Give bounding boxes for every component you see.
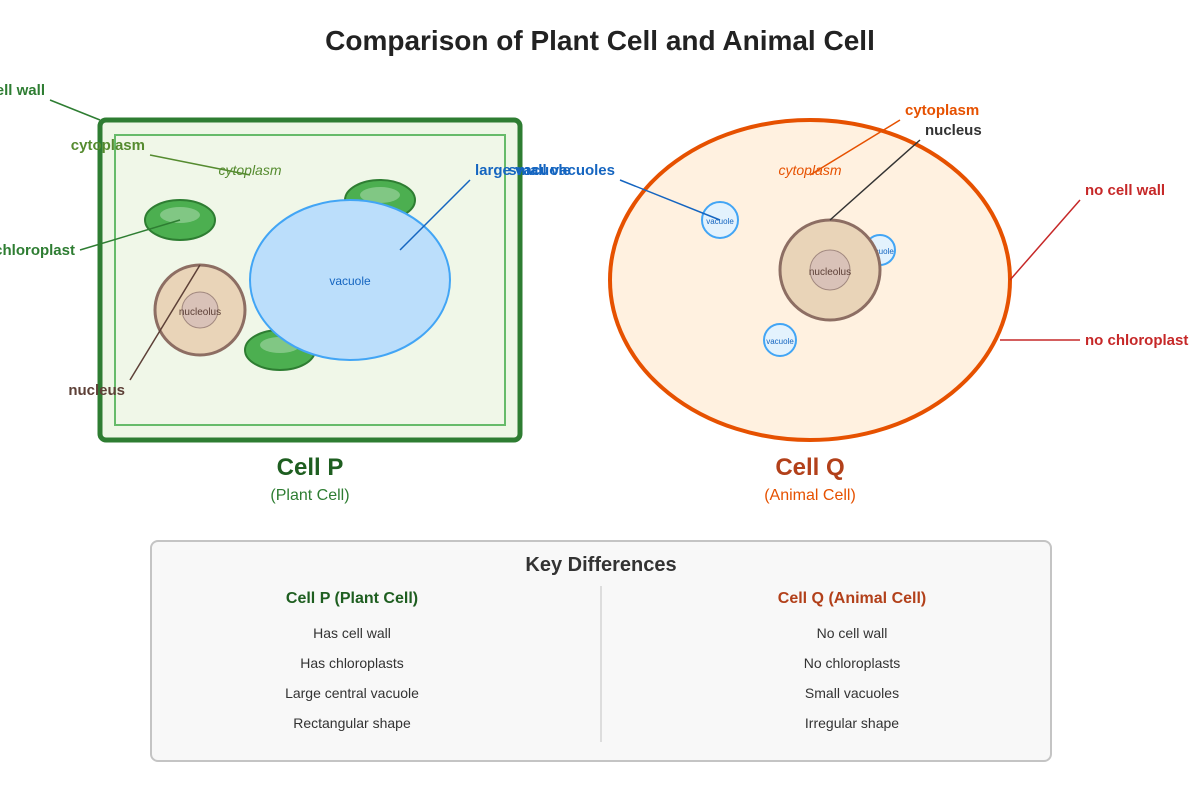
cell-comparison-diagram: Comparison of Plant Cell and Animal Cell…: [0, 25, 1188, 504]
animal-differences-heading: Cell Q (Animal Cell): [777, 590, 927, 607]
animal-cytoplasm-inner-label: cytoplasm: [778, 162, 841, 178]
vacuole-leader-line: [399, 179, 471, 251]
large-vacuole-label: large vacuole: [475, 162, 571, 179]
animal-cytoplasm-leader-line: [809, 119, 901, 176]
plant-cell-subtitle: (Plant Cell): [270, 487, 349, 504]
difference-item: No chloroplasts: [803, 655, 901, 671]
small-vacuole: [763, 323, 797, 357]
plant-cytoplasm-label: cytoplasm: [71, 137, 145, 154]
cytoplasm-leader-line: [149, 154, 251, 176]
no-cell-wall-label: no cell wall: [1085, 182, 1165, 199]
difference-item: Small vacuoles: [804, 685, 900, 701]
cell-wall-leader-line: [49, 99, 101, 121]
animal-nucleolus-label: nucleolus: [809, 267, 851, 278]
nucleus-leader-line: [129, 264, 201, 381]
plant-cytoplasm-inner-label: cytoplasm: [218, 162, 281, 178]
difference-item: Irregular shape: [804, 715, 900, 731]
chloroplast-label: chloroplast: [0, 242, 75, 259]
plant-vacuole-inner-label: vacuole: [329, 274, 371, 288]
animal-nucleolus: [809, 249, 851, 291]
column-divider: [600, 586, 602, 742]
difference-item: Large central vacuole: [285, 685, 419, 701]
small-vacuoles-leader-line: [619, 179, 721, 221]
plant-differences-heading: Cell P (Plant Cell): [285, 590, 419, 607]
page-title: Comparison of Plant Cell and Animal Cell: [325, 25, 875, 56]
key-differences-title: Key Differences: [525, 554, 677, 576]
animal-cell: cytoplasm vacuole vacuole vacuole nucleo…: [508, 102, 1188, 504]
small-vacuoles-label: small vacuoles: [508, 162, 615, 179]
animal-cell-name: Cell Q: [775, 454, 844, 481]
difference-item: Has chloroplasts: [300, 655, 404, 671]
plant-cell: cytoplasm vacuole nucleolus cell wall cy…: [0, 82, 571, 504]
chloroplast-leader-line: [79, 219, 181, 251]
animal-cytoplasm-label: cytoplasm: [905, 102, 979, 119]
animal-nucleus-leader-line: [829, 139, 921, 221]
plant-nucleus-label: nucleus: [68, 382, 125, 399]
animal-nucleus-label: nucleus: [925, 122, 982, 139]
plant-nucleolus: [181, 291, 219, 329]
small-vacuole-label: vacuole: [866, 247, 894, 256]
no-chloroplast-label: no chloroplast: [1085, 332, 1188, 349]
plant-nucleolus-label: nucleolus: [179, 307, 221, 318]
difference-item: Rectangular shape: [293, 715, 411, 731]
no-cell-wall-leader-line: [1009, 199, 1081, 281]
difference-item: No cell wall: [816, 625, 888, 641]
small-vacuole-label: vacuole: [706, 217, 734, 226]
small-vacuole-label: vacuole: [766, 337, 794, 346]
plant-differences-column: Cell P (Plant Cell) Has cell wall Has ch…: [152, 590, 552, 738]
animal-differences-column: Cell Q (Animal Cell) No cell wall No chl…: [652, 590, 1052, 738]
cell-wall-label: cell wall: [0, 82, 45, 99]
key-differences-panel: Key Differences Cell P (Plant Cell) Has …: [150, 540, 1052, 762]
animal-cell-subtitle: (Animal Cell): [764, 487, 856, 504]
plant-cell-name: Cell P: [277, 454, 344, 481]
difference-item: Has cell wall: [313, 625, 391, 641]
plant-large-vacuole: [249, 199, 451, 361]
